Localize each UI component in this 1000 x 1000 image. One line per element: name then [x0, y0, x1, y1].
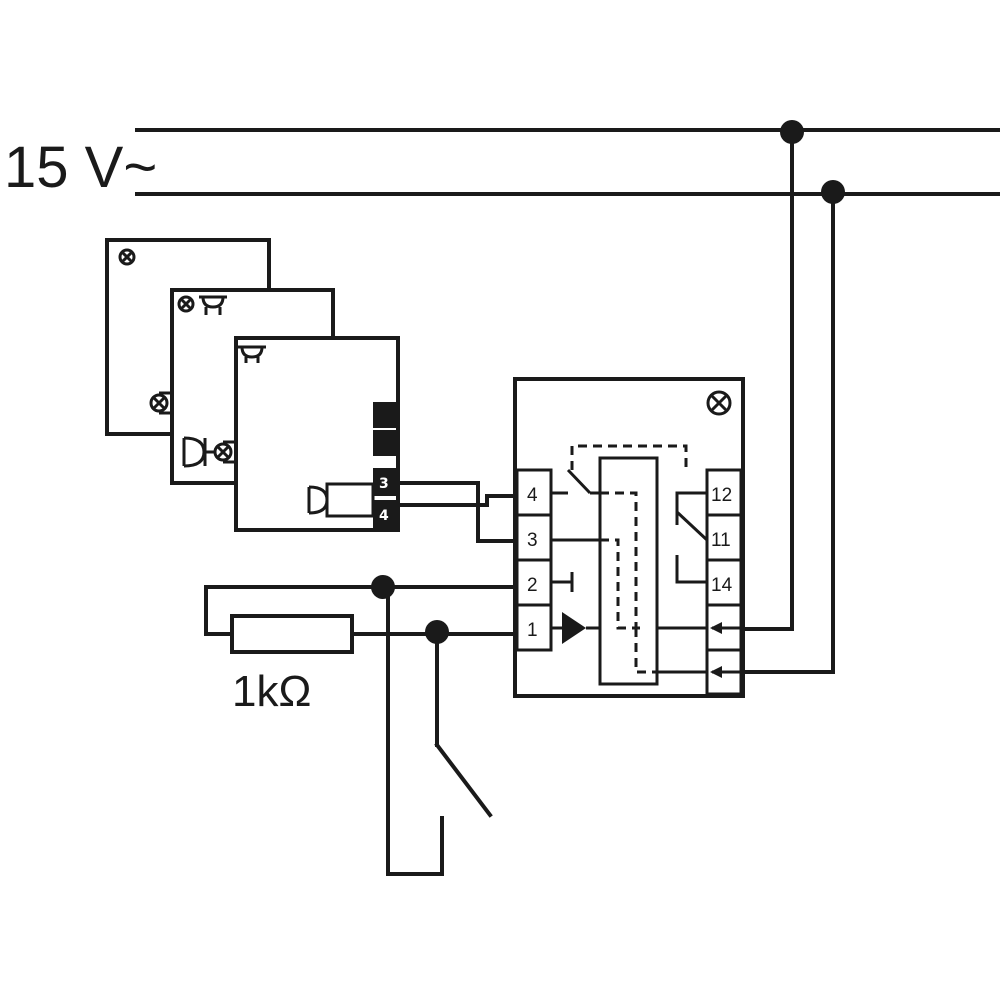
station-terminal-3: [373, 468, 397, 496]
relay-coil: [598, 456, 659, 686]
diode-icon: [562, 612, 586, 644]
resistor-1k: [230, 614, 354, 654]
wire-station3-to-relay3: [398, 481, 517, 543]
wire-push-button-loop: [381, 585, 444, 876]
station-front: 3 4: [234, 336, 400, 532]
wire-rail-bottom-to-relay: [743, 190, 835, 674]
station-terminal-4: [373, 500, 397, 528]
station-terminal-3-label: 3: [379, 476, 389, 492]
bell-icon: [199, 295, 227, 315]
arrow-input-icon: [710, 622, 740, 634]
wire-relay2-loop: [204, 585, 517, 636]
supply-voltage-label: 15 V~: [4, 135, 157, 200]
lamp-icon: [177, 295, 195, 313]
station-terminal-4-label: 4: [379, 508, 389, 524]
lamp-icon: [149, 391, 171, 415]
relay-terminal-4-label: 4: [527, 485, 538, 506]
station-terminal-strip: 3 4: [373, 402, 397, 528]
linkage-top: [570, 444, 688, 470]
lamp-icon: [203, 438, 234, 466]
contact-11-switch-icon: [675, 510, 709, 542]
arrow-input-icon: [710, 666, 740, 678]
relay-housing: [513, 377, 745, 698]
junction-rail-bottom: [821, 180, 845, 204]
relay-terminal-3-label: 3: [527, 530, 538, 551]
supply-rails: [135, 128, 1000, 196]
contact-14-wire: [675, 555, 707, 584]
relay-terminal-1-label: 1: [527, 620, 538, 641]
linkage-inner-a: [600, 491, 638, 628]
relay-terminal-14-label: 14: [711, 575, 733, 596]
relay-terminal-12-label: 12: [711, 485, 732, 506]
rail-drop-wires: [743, 120, 845, 674]
resistor-value-label: 1kΩ: [232, 667, 311, 716]
relay-module: 4 3 2 1 12 11 14: [513, 377, 745, 698]
lamp-icon: [118, 248, 136, 266]
bell-push-circuit: [204, 575, 517, 876]
station-relay-wires: [398, 481, 517, 543]
wire-rail-top-to-relay: [743, 132, 794, 631]
relay-terminal-2-label: 2: [527, 575, 538, 596]
contact-4-switch-icon: [566, 468, 592, 495]
contact-12-wire: [675, 491, 707, 525]
station-front-panel: [234, 336, 400, 532]
push-button-switch-icon: [434, 742, 493, 818]
wire-station4-to-relay4: [398, 494, 517, 507]
lamp-icon: [706, 390, 732, 416]
bell-icon: [238, 345, 266, 363]
junction-rail-top: [780, 120, 804, 144]
relay-terminal-11-label: 11: [711, 530, 731, 551]
